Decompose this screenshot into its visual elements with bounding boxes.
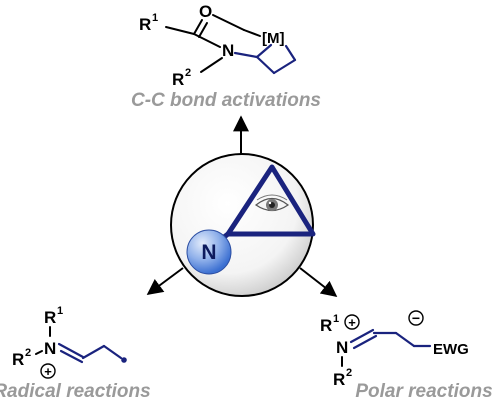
right-ewg: EWG — [433, 341, 469, 358]
arrow-down-left — [146, 267, 184, 295]
right-r1-letter: R — [320, 316, 332, 335]
arrow-down-right — [299, 267, 338, 297]
top-metal: [M] — [262, 30, 285, 47]
central-motif: N — [170, 153, 316, 297]
top-nitrogen: N — [222, 41, 234, 60]
right-structure: R 1 + N R 2 − EWG — [320, 310, 469, 389]
left-charge: + — [44, 364, 52, 379]
center-nitrogen: N — [201, 241, 216, 264]
top-r1-sup: 1 — [152, 12, 158, 24]
left-r1-sup: 1 — [57, 305, 63, 317]
triangle — [225, 164, 316, 237]
left-structure: R 1 N R 2 + — [12, 305, 127, 379]
left-r2-sup: 2 — [25, 347, 31, 359]
right-r1-sup: 1 — [333, 313, 339, 325]
right-r2-sup: 2 — [346, 367, 352, 379]
top-structure: R 1 O N [M] R 2 — [139, 2, 297, 89]
eye-icon — [254, 194, 290, 212]
left-r1-letter: R — [44, 308, 56, 327]
right-r2-letter: R — [333, 370, 345, 389]
nitrogen-sphere — [186, 229, 232, 275]
arrows — [146, 115, 338, 297]
top-r2-sup: 2 — [185, 67, 191, 79]
top-r2-letter: R — [172, 70, 184, 89]
heading-cc-activations: C-C bond activations — [131, 90, 321, 111]
right-charge-positive: + — [348, 315, 356, 330]
central-circle — [170, 153, 314, 297]
top-oxygen: O — [199, 2, 212, 21]
top-r1-letter: R — [139, 15, 151, 34]
heading-polar-reactions: Polar reactions — [355, 381, 492, 402]
heading-radical-reactions: Radical reactions — [0, 381, 151, 402]
left-r2-letter: R — [12, 350, 24, 369]
right-charge-negative: − — [412, 310, 420, 326]
right-nitrogen: N — [336, 338, 348, 357]
left-nitrogen: N — [44, 339, 56, 358]
